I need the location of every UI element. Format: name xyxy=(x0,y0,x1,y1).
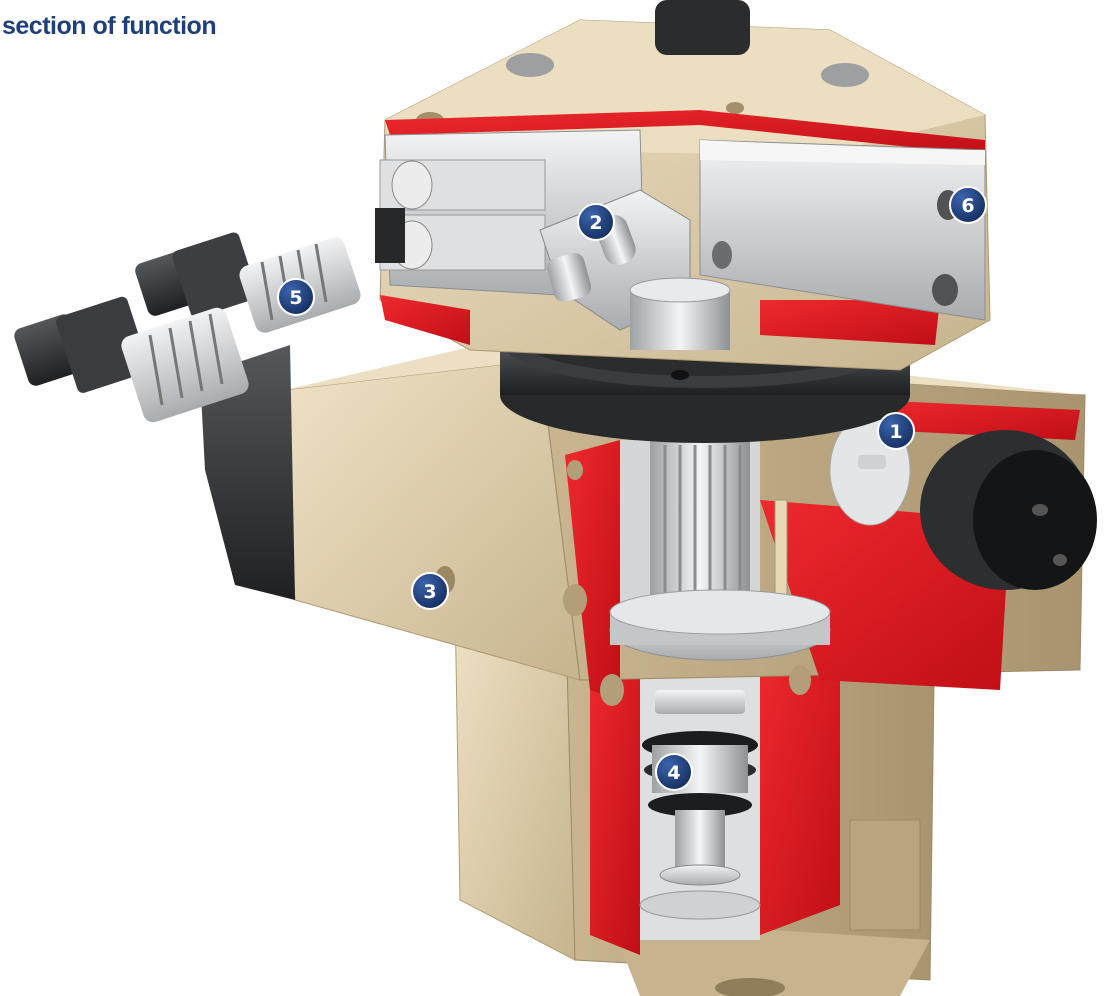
callout-5: 5 xyxy=(277,278,315,316)
rotary-cylinder xyxy=(829,414,1097,590)
svg-text:6: 6 xyxy=(961,195,974,217)
diagram-title: section of function xyxy=(2,12,217,40)
svg-text:2: 2 xyxy=(589,212,602,234)
callout-3: 3 xyxy=(411,572,449,610)
svg-text:4: 4 xyxy=(667,762,680,784)
lower-body xyxy=(454,589,936,996)
end-cap xyxy=(200,345,295,600)
splined-shaft xyxy=(609,440,831,661)
svg-text:5: 5 xyxy=(289,287,302,309)
svg-text:3: 3 xyxy=(423,581,436,603)
callout-6: 6 xyxy=(949,186,987,224)
callout-1: 1 xyxy=(877,412,915,450)
callout-4: 4 xyxy=(655,753,693,791)
callout-2: 2 xyxy=(577,203,615,241)
air-fittings xyxy=(14,232,361,423)
gripper-head xyxy=(375,0,991,371)
svg-text:1: 1 xyxy=(889,421,902,443)
